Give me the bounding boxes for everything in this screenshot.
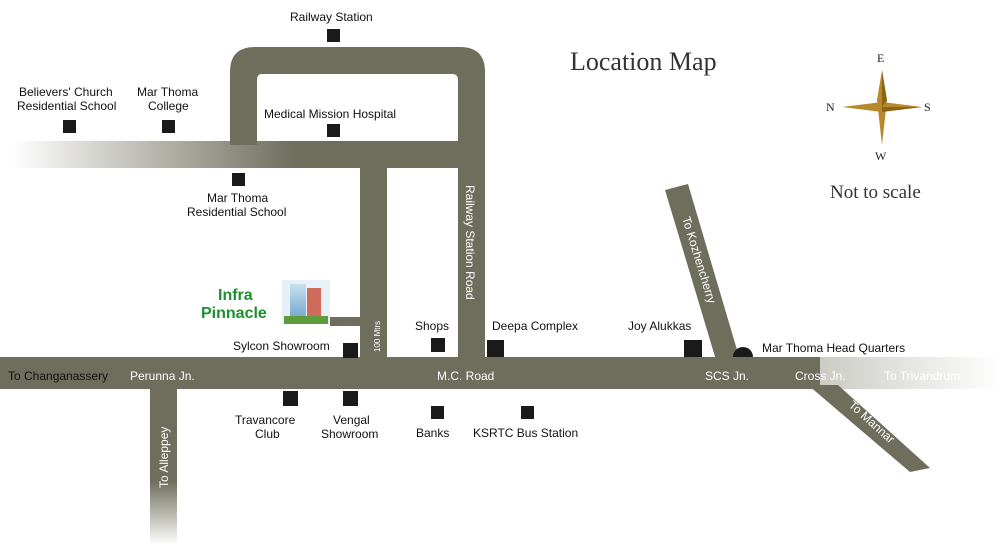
upper-road	[12, 141, 485, 168]
junction-perunna: Perunna Jn.	[130, 369, 195, 383]
label-travancore-2: Club	[255, 427, 280, 441]
label-travancore-1: Travancore	[235, 413, 296, 427]
joy-alukkas-marker-icon	[684, 340, 702, 357]
banks-marker-icon	[431, 406, 444, 419]
compass-south: S	[924, 100, 931, 114]
road-railway-station: Railway Station Road	[463, 185, 477, 300]
label-sylcon: Sylcon Showroom	[233, 339, 330, 353]
north-loop-road	[230, 47, 485, 368]
hospital-connector-road	[360, 164, 387, 368]
label-vengal-2: Showroom	[321, 427, 378, 441]
label-believers-church-2: Residential School	[17, 99, 116, 113]
kozhencherry-road	[665, 184, 740, 360]
label-vengal-1: Vengal	[333, 413, 370, 427]
label-medical-mission: Medical Mission Hospital	[264, 107, 396, 121]
project-name-line2: Pinnacle	[201, 305, 267, 322]
label-railway-station: Railway Station	[290, 10, 373, 24]
project-name-line1: Infra	[218, 287, 253, 304]
junction-scs: SCS Jn.	[705, 369, 749, 383]
label-ksrtc: KSRTC Bus Station	[473, 426, 578, 440]
map-title: Location Map	[570, 47, 717, 76]
label-believers-church-1: Believers' Church	[19, 85, 113, 99]
believers-church-marker-icon	[63, 120, 76, 133]
travancore-marker-icon	[283, 391, 298, 406]
compass-west: W	[875, 149, 887, 163]
project-building-icon	[282, 280, 330, 324]
road-to-changanassery: To Changanassery	[8, 369, 108, 383]
road-to-alleppey: To Alleppey	[157, 427, 171, 488]
ksrtc-marker-icon	[521, 406, 534, 419]
alleppey-road	[150, 385, 177, 545]
label-banks: Banks	[416, 426, 449, 440]
mannar-road	[808, 385, 930, 472]
label-joy-alukkas: Joy Alukkas	[628, 319, 691, 333]
label-deepa: Deepa Complex	[492, 319, 578, 333]
label-mar-thoma-college-2: College	[148, 99, 189, 113]
sylcon-marker-icon	[343, 343, 358, 358]
railway-station-marker-icon	[327, 29, 340, 42]
vengal-marker-icon	[343, 391, 358, 406]
compass-east: E	[877, 51, 884, 65]
shops-marker-icon	[431, 338, 445, 352]
label-mt-hq: Mar Thoma Head Quarters	[762, 341, 905, 355]
road-mc: M.C. Road	[437, 369, 494, 383]
label-mar-thoma-college-1: Mar Thoma	[137, 85, 198, 99]
project-lane	[330, 317, 370, 326]
junction-cross: Cross Jn.	[795, 369, 846, 383]
road-to-trivandrum: To Trivandrum	[884, 369, 960, 383]
mar-thoma-college-marker-icon	[162, 120, 175, 133]
mt-residential-marker-icon	[232, 173, 245, 186]
landmark-markers	[63, 29, 753, 419]
project-distance: 100 Mtrs	[373, 321, 382, 352]
label-mt-residential-2: Residential School	[187, 205, 286, 219]
label-mt-residential-1: Mar Thoma	[207, 191, 268, 205]
deepa-marker-icon	[487, 340, 504, 357]
scale-note: Not to scale	[830, 182, 921, 203]
compass-north: N	[826, 100, 835, 114]
mt-hq-marker-icon	[733, 347, 753, 357]
medical-mission-marker-icon	[327, 124, 340, 137]
road-network	[0, 47, 1000, 545]
label-shops: Shops	[415, 319, 449, 333]
compass-rose-icon: E N S W	[826, 51, 931, 163]
